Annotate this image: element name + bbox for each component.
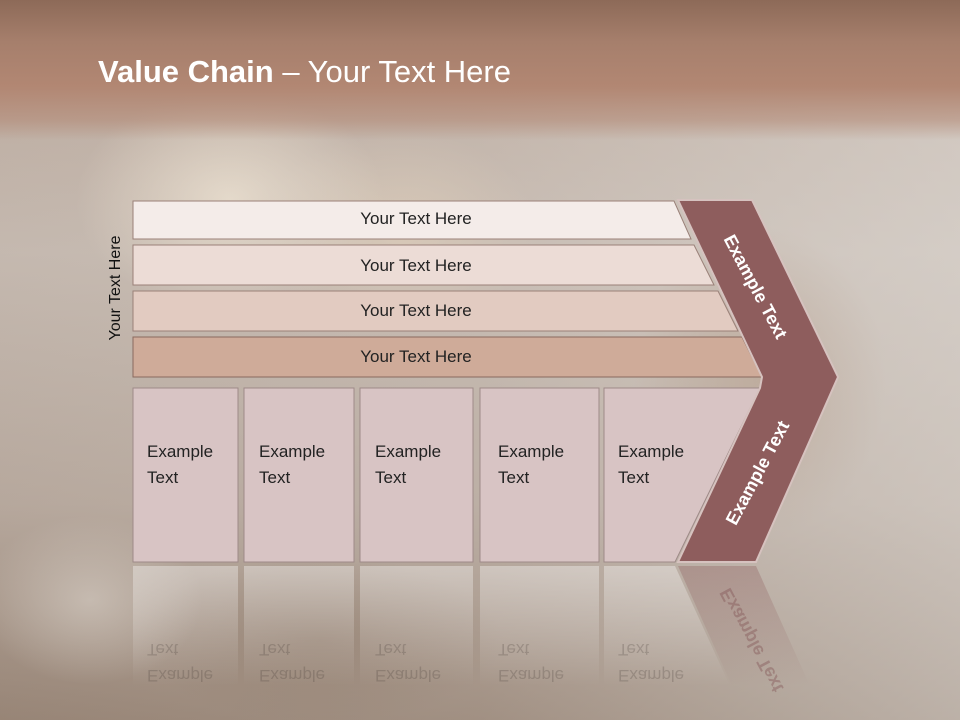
box-text-reflection-3: Example Text [375, 636, 441, 688]
box-text-4-line2: Text [498, 468, 530, 487]
box-text-reflection-1: Example Text [147, 636, 213, 688]
row-text-2[interactable]: Your Text Here [360, 256, 472, 275]
chevron-arrow[interactable] [676, 199, 840, 563]
box-text-2-line2: Text [259, 468, 291, 487]
activity-box-2[interactable] [243, 387, 355, 563]
box-text-5[interactable]: Example Text [618, 439, 684, 491]
box-text-4-line1: Example [498, 442, 565, 461]
box-reflection-4-line1: Example [498, 666, 565, 685]
row-bar-3[interactable] [132, 290, 739, 332]
activity-box-4[interactable] [479, 387, 600, 563]
box-text-5-line2: Text [618, 468, 650, 487]
header-band [0, 0, 960, 140]
box-reflection-3 [360, 566, 473, 686]
box-text-4[interactable]: Example Text [498, 439, 564, 491]
box-reflection-5-line1: Example [618, 666, 685, 685]
box-reflection-2 [244, 566, 354, 686]
activity-box-3[interactable] [359, 387, 474, 563]
box-text-2-line1: Example [259, 442, 326, 461]
box-text-3[interactable]: Example Text [375, 439, 441, 491]
box-text-5-line1: Example [618, 442, 685, 461]
box-reflection-4-line2: Text [498, 640, 530, 659]
box-reflection-3-line1: Example [375, 666, 442, 685]
box-reflection-5 [604, 566, 730, 686]
box-reflection-5-line2: Text [618, 640, 650, 659]
row-text-3[interactable]: Your Text Here [360, 301, 472, 320]
slide-title[interactable]: Value Chain – Your Text Here [98, 54, 511, 90]
chevron-reflection [678, 566, 810, 686]
box-reflection-1 [133, 566, 238, 686]
box-text-reflection-4: Example Text [498, 636, 564, 688]
box-text-3-line2: Text [375, 468, 407, 487]
row-text-4[interactable]: Your Text Here [360, 347, 472, 366]
box-reflection-3-line2: Text [375, 640, 407, 659]
box-reflection-1-line1: Example [147, 666, 214, 685]
box-reflection-2-line2: Text [259, 640, 291, 659]
activity-box-1[interactable] [132, 387, 239, 563]
box-reflection-2-line1: Example [259, 666, 326, 685]
box-text-1[interactable]: Example Text [147, 439, 213, 491]
box-text-1-line2: Text [147, 468, 179, 487]
row-bar-1[interactable] [132, 200, 692, 240]
box-text-reflection-5: Example Text [618, 636, 684, 688]
slide-title-rest: – Your Text Here [273, 54, 511, 89]
box-text-reflection-2: Example Text [259, 636, 325, 688]
slide-title-bold: Value Chain [98, 54, 274, 89]
box-text-2[interactable]: Example Text [259, 439, 325, 491]
row-text-1[interactable]: Your Text Here [360, 209, 472, 228]
box-reflection-4 [480, 566, 599, 686]
box-text-3-line1: Example [375, 442, 442, 461]
box-reflection-1-line2: Text [147, 640, 179, 659]
row-bar-2[interactable] [132, 244, 715, 286]
box-text-1-line1: Example [147, 442, 214, 461]
activity-box-5[interactable] [603, 387, 761, 563]
